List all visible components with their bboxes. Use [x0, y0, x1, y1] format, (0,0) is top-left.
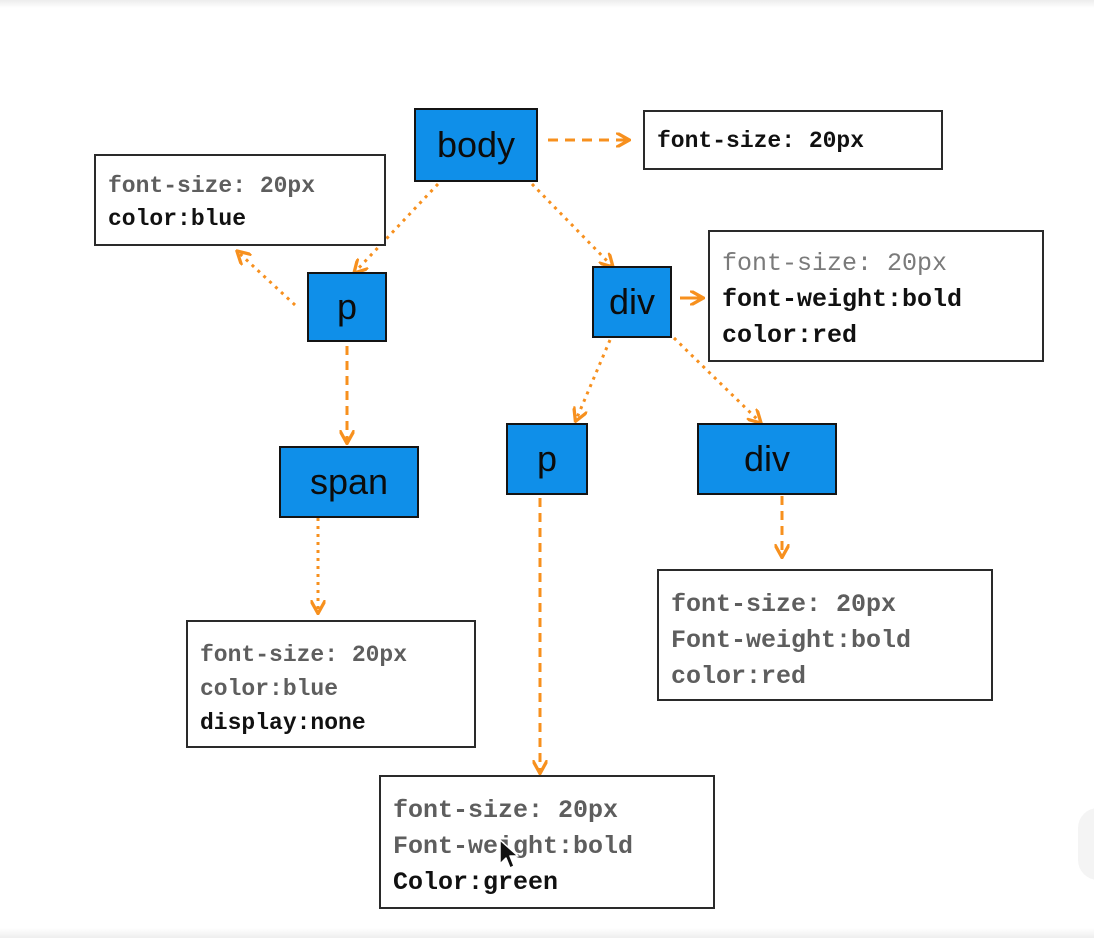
node-body: body: [414, 108, 538, 182]
window-bottom-edge: [0, 928, 1094, 938]
arrow-body-to-div: [530, 182, 612, 266]
arrow-div-to-p: [576, 339, 612, 420]
style-line: color:blue: [108, 206, 247, 232]
style-line: color:red: [722, 321, 858, 350]
scroll-edge-indicator: [1078, 808, 1094, 880]
style-line: font-size: 20px: [200, 642, 408, 668]
node-p-left: p: [307, 272, 387, 342]
node-span: span: [279, 446, 419, 518]
node-div-right: div: [592, 266, 672, 338]
arrow-p-to-style: [238, 252, 297, 307]
style-line: display:none: [200, 710, 366, 736]
style-box-div-right: font-size: 20px font-weight:bold color:r…: [708, 230, 1044, 362]
style-box-p-middle: font-size: 20px Font-weight:bold Color:g…: [379, 775, 715, 909]
style-line: Color:green: [393, 868, 559, 897]
style-line: font-weight:bold: [722, 285, 963, 314]
style-box-span: font-size: 20px color:blue display:none: [186, 620, 476, 748]
style-box-div-inner: font-size: 20px Font-weight:bold color:r…: [657, 569, 993, 701]
node-div-inner: div: [697, 423, 837, 495]
style-box-p-left: font-size: 20px color:blue: [94, 154, 386, 246]
style-line: font-size: 20px: [657, 128, 865, 154]
style-line: Font-weight:bold: [393, 832, 634, 861]
window-top-edge: [0, 0, 1094, 8]
style-line: font-size: 20px: [671, 590, 897, 619]
style-box-body: font-size: 20px: [643, 110, 943, 170]
style-line: color:blue: [200, 676, 339, 702]
style-line: Font-weight:bold: [671, 626, 912, 655]
style-line: font-size: 20px: [108, 173, 316, 199]
mouse-pointer-icon: [499, 839, 519, 869]
node-p-middle: p: [506, 423, 588, 495]
style-line: font-size: 20px: [393, 796, 619, 825]
style-line: color:red: [671, 662, 807, 691]
style-line: font-size: 20px: [722, 249, 948, 278]
